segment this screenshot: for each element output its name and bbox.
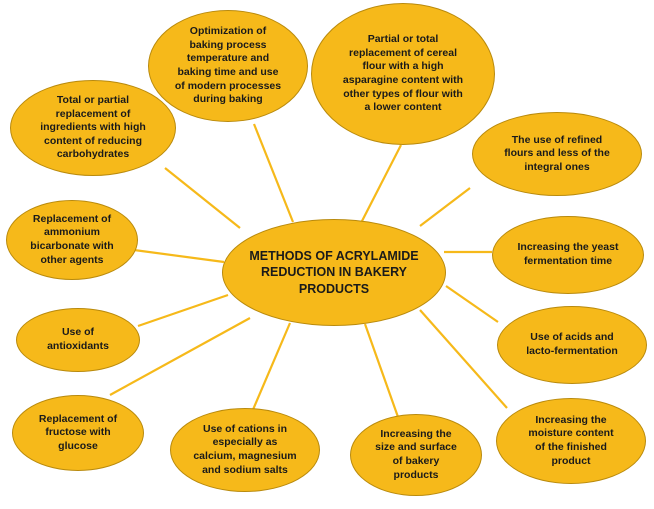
method-line: flour with a high bbox=[362, 60, 444, 73]
connector-6 bbox=[137, 293, 229, 328]
method-line: moisture content bbox=[528, 427, 614, 440]
method-yeast-fermentation: Increasing the yeast fermentation time bbox=[492, 216, 644, 294]
method-line: of the finished bbox=[535, 441, 607, 453]
connector-3 bbox=[419, 187, 471, 227]
method-line: other agents bbox=[40, 253, 104, 266]
method-line: and sodium salts bbox=[202, 463, 288, 476]
connector-8 bbox=[109, 317, 251, 396]
method-line: Increasing the bbox=[535, 413, 607, 426]
method-line: antioxidants bbox=[47, 340, 109, 352]
method-line: fermentation time bbox=[523, 255, 613, 267]
method-line: fructose with bbox=[45, 426, 111, 439]
method-line: baking time and use bbox=[177, 66, 279, 78]
connector-11 bbox=[419, 309, 508, 409]
method-line: The use of refined bbox=[511, 133, 603, 146]
method-line: Use of cations in bbox=[202, 422, 287, 435]
connector-4 bbox=[133, 248, 225, 264]
connector-0 bbox=[252, 123, 295, 223]
central-topic-line-2: REDUCTION IN BAKERY bbox=[260, 265, 408, 280]
central-topic-line-1: METHODS OF ACRYLAMIDE bbox=[249, 249, 419, 264]
connector-2 bbox=[164, 167, 241, 229]
method-line: carbohydrates bbox=[56, 148, 130, 161]
method-line: Replacement of bbox=[32, 212, 112, 225]
method-line: Total or partial bbox=[56, 93, 130, 106]
method-line: lacto-fermentation bbox=[526, 345, 618, 357]
connector-7 bbox=[445, 285, 499, 323]
method-line: ingredients with high bbox=[40, 121, 146, 134]
method-line: during baking bbox=[193, 93, 263, 106]
method-line: Use of acids and bbox=[530, 331, 614, 344]
method-line: Increasing the yeast bbox=[517, 241, 619, 254]
method-line: replacement of cereal bbox=[349, 46, 457, 59]
method-acids-lacto-fermentation: Use of acids and lacto-fermentation bbox=[497, 306, 647, 384]
method-line: product bbox=[551, 454, 591, 467]
method-line: glucose bbox=[58, 439, 98, 452]
method-line: Increasing the bbox=[380, 427, 452, 440]
method-cations-salts: Use of cations in especially as calcium,… bbox=[170, 408, 320, 492]
connector-1 bbox=[360, 144, 402, 224]
connector-10 bbox=[363, 323, 400, 418]
method-line: temperature and bbox=[186, 52, 270, 65]
method-moisture-content: Increasing the moisture content of the f… bbox=[496, 398, 646, 484]
method-product-size-surface: Increasing the size and surface of baker… bbox=[350, 414, 482, 496]
method-line: Replacement of bbox=[38, 412, 118, 425]
method-line: especially as bbox=[212, 436, 278, 449]
method-antioxidants: Use of antioxidants bbox=[16, 308, 140, 372]
method-line: size and surface bbox=[375, 441, 457, 454]
method-line: Use of bbox=[61, 326, 95, 339]
central-topic: METHODS OF ACRYLAMIDE REDUCTION IN BAKER… bbox=[222, 219, 446, 326]
method-fructose-glucose: Replacement of fructose with glucose bbox=[12, 395, 144, 471]
method-ammonium-bicarbonate: Replacement of ammonium bicarbonate with… bbox=[6, 200, 138, 280]
connector-9 bbox=[250, 322, 292, 413]
central-topic-line-3: PRODUCTS bbox=[298, 281, 370, 296]
method-line: other types of flour with bbox=[343, 87, 463, 100]
method-line: bicarbonate with bbox=[30, 240, 114, 252]
method-line: calcium, magnesium bbox=[193, 450, 297, 462]
method-line: flours and less of the bbox=[504, 147, 610, 160]
method-line: Partial or total bbox=[367, 33, 439, 46]
method-line: content of reducing bbox=[44, 134, 142, 147]
method-cereal-flour-replacement: Partial or total replacement of cereal f… bbox=[311, 3, 495, 145]
method-refined-flours: The use of refined flours and less of th… bbox=[472, 112, 642, 196]
method-line: baking process bbox=[189, 38, 267, 51]
method-line: of modern processes bbox=[174, 79, 282, 92]
method-line: a lower content bbox=[364, 101, 442, 114]
method-line: of bakery bbox=[392, 455, 440, 467]
method-line: asparagine content with bbox=[342, 74, 464, 86]
method-line: ammonium bbox=[43, 226, 100, 239]
method-line: products bbox=[393, 468, 439, 481]
method-line: replacement of bbox=[55, 107, 131, 120]
method-line: Optimization of bbox=[189, 25, 267, 38]
method-line: integral ones bbox=[524, 160, 590, 173]
method-reducing-carbohydrates: Total or partial replacement of ingredie… bbox=[10, 80, 176, 176]
method-baking-optimization: Optimization of baking process temperatu… bbox=[148, 10, 308, 122]
